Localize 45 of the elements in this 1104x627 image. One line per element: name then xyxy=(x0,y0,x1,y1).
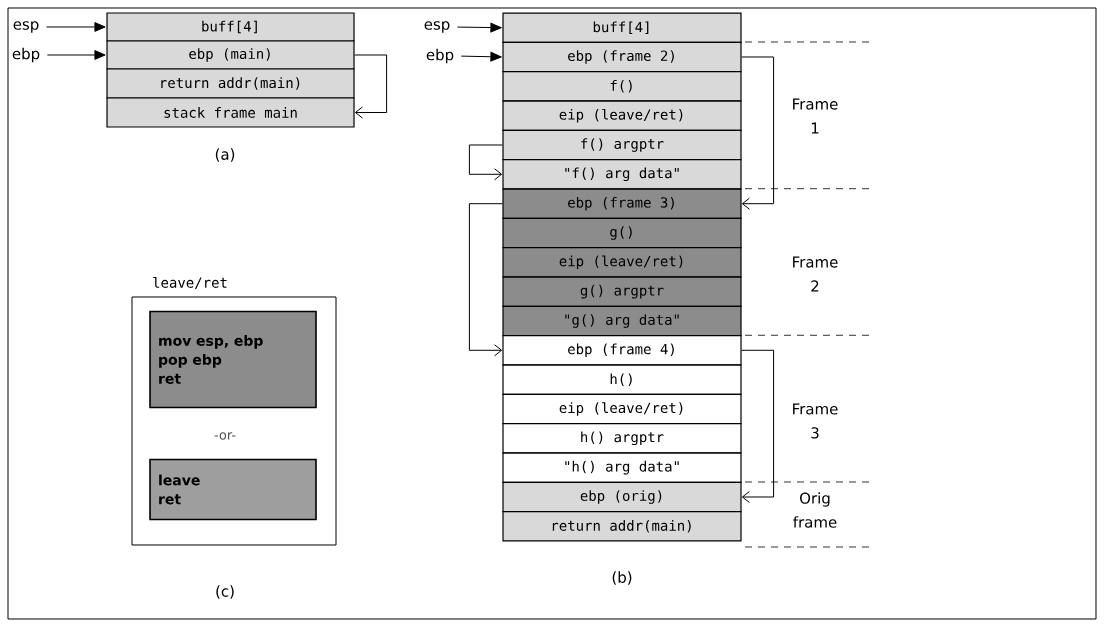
stack-cell: ebp (frame 2) xyxy=(502,41,742,73)
stack-cell: h() argptr xyxy=(502,423,742,454)
arrow xyxy=(468,144,503,181)
pointer-label: ebp xyxy=(426,48,454,64)
stack-cell: ebp (orig) xyxy=(502,481,742,513)
stack-cell: ebp (frame 4) xyxy=(502,335,742,366)
arrow xyxy=(46,50,106,60)
stack-cell: buff[4] xyxy=(502,12,742,43)
code-box: leave ret xyxy=(149,458,317,521)
panel-label: (c) xyxy=(216,585,234,599)
stack-cell: f() argptr xyxy=(502,129,742,161)
stack-cell: ebp (frame 3) xyxy=(502,188,742,219)
stack-cell: h() xyxy=(502,364,742,395)
stack-cell: eip (leave/ret) xyxy=(502,247,742,278)
stack-cell: "f() arg data" xyxy=(502,159,742,190)
stack-cell: "h() arg data" xyxy=(502,452,742,483)
stack-cell: "g() arg data" xyxy=(502,305,742,337)
arrow xyxy=(354,54,388,119)
stack-cell: eip (leave/ret) xyxy=(502,100,742,131)
panel-label: (b) xyxy=(612,571,632,585)
arrow xyxy=(460,51,502,62)
stack-cell: f() xyxy=(502,71,742,102)
stack-cell: eip (leave/ret) xyxy=(502,393,742,425)
stack-cell: ebp (main) xyxy=(106,40,355,70)
arrow xyxy=(468,203,503,357)
stack-cell: g() argptr xyxy=(502,276,742,307)
pointer-label: esp xyxy=(13,21,39,33)
stack-cell: buff[4] xyxy=(106,12,355,42)
frame-label: Frame 1 xyxy=(793,98,838,134)
node-label: leave/ret xyxy=(153,276,227,289)
arrow xyxy=(741,349,775,503)
arrow xyxy=(741,56,775,210)
frame-label: Frame 3 xyxy=(793,403,838,439)
arrow xyxy=(457,22,502,33)
stack-cell: return addr(main) xyxy=(106,68,355,99)
pointer-label: esp xyxy=(424,21,450,33)
panel-label: (a) xyxy=(215,148,235,162)
pointer-label: ebp xyxy=(12,47,40,63)
frame-label: Frame 2 xyxy=(793,256,838,292)
code-box: mov esp, ebp pop ebp ret xyxy=(149,310,317,409)
stack-cell: stack frame main xyxy=(106,97,355,128)
frame-label: Orig frame xyxy=(793,492,837,528)
stack-cell: g() xyxy=(502,217,742,249)
stack-cell: return addr(main) xyxy=(502,511,742,542)
arrow xyxy=(46,22,106,32)
